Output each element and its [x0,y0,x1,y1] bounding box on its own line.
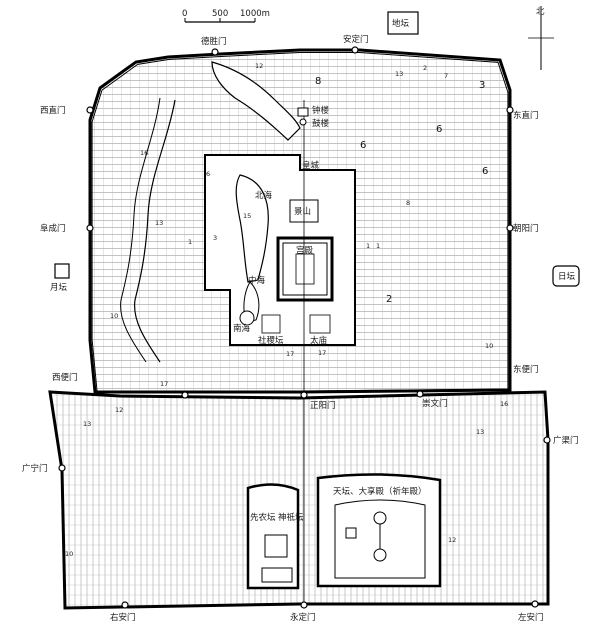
gate-fuchengmen: 阜成门 [40,223,66,234]
forbidden-city [276,236,334,302]
svg-text:8: 8 [315,76,321,87]
svg-text:17: 17 [286,350,294,358]
svg-text:8: 8 [406,199,410,207]
label-shenqitan: 神祗坛 [278,512,304,523]
tiantan [316,473,442,588]
svg-text:17: 17 [318,349,326,357]
label-xiannongtan: 先农坛 [250,512,276,523]
shichahai-lake [211,61,301,141]
drum-tower [297,107,309,117]
ditan-altar [387,11,419,35]
north-label: 北 [536,7,545,17]
svg-text:12: 12 [448,536,456,544]
district-numbers: 12 13 2 7 3 8 6 6 6 6 3 1 1 1 2 8 15 17 … [65,62,508,558]
gate-xizhimen: 西直门 [40,105,66,116]
beihai-lake [235,174,269,283]
label-gongdian: 宫殿 [296,245,314,256]
gate-chaoyangmen: 朝阳门 [513,223,539,234]
svg-text:2: 2 [423,64,427,72]
gate-dongbianmen: 东便门 [513,364,539,375]
ritan-altar [552,265,580,287]
nanhai-lake [239,310,255,326]
svg-text:12: 12 [255,62,263,70]
label-zhonghai: 中海 [248,275,266,286]
scale-bar: 0 500 1000m [182,9,270,23]
svg-text:15: 15 [243,212,251,220]
gate-chongwenmen: 崇文门 [422,398,448,409]
gate-zhengyangmen: 正阳门 [310,400,336,411]
svg-text:13: 13 [476,428,484,436]
svg-text:13: 13 [395,70,403,78]
label-tiantan: 天坛、大享殿（祈年殿） [333,486,427,497]
svg-text:10: 10 [110,312,118,320]
svg-text:13: 13 [83,420,91,428]
svg-text:16: 16 [500,400,508,408]
label-zhonglou: 钟楼 [312,105,330,116]
gate-yongdingmen: 永定门 [290,612,316,623]
taimiao [309,314,331,334]
svg-text:13: 13 [155,219,163,227]
svg-text:6: 6 [436,124,442,135]
label-huangcheng: 皇城 [302,160,320,171]
label-ritan: 日坛 [558,271,576,282]
scale-label-0: 0 [182,9,187,19]
svg-text:10: 10 [65,550,73,558]
label-yuetan: 月坛 [50,282,68,293]
gate-youanmen: 右安门 [110,612,136,623]
label-jingshan: 景山 [294,206,311,217]
svg-text:7: 7 [444,72,448,80]
svg-text:10: 10 [485,342,493,350]
label-ditan: 地坛 [392,18,410,29]
label-nanhai: 南海 [233,323,251,334]
svg-text:1: 1 [376,242,380,250]
label-shejitan: 社稷坛 [258,335,284,346]
svg-text:1: 1 [188,238,192,246]
gate-zuoanmen: 左安门 [518,612,544,623]
svg-text:17: 17 [160,380,168,388]
svg-text:16: 16 [140,149,148,157]
gate-guangqumen: 广渠门 [553,435,579,446]
svg-text:3: 3 [213,234,217,242]
svg-text:1: 1 [366,242,370,250]
svg-text:6: 6 [360,140,366,151]
gate-deshengmen: 德胜门 [201,36,227,47]
gate-guangningmen: 广宁门 [22,463,48,474]
label-taimiao: 太庙 [310,335,328,346]
gate-dongzhimen: 东直门 [513,110,539,121]
svg-text:12: 12 [115,406,123,414]
gate-markers [58,46,551,609]
western-canal-edge [120,97,161,363]
label-beihai: 北海 [255,190,273,201]
svg-text:3: 3 [479,80,485,91]
western-canal [133,99,176,363]
xiannongtan [246,483,300,590]
gate-andingmen: 安定门 [343,34,369,45]
north-arrow: 北 [528,6,554,70]
sheji-tan [261,314,281,334]
svg-text:2: 2 [386,294,392,305]
scale-label-500: 500 [212,9,228,19]
scale-label-1000m: 1000m [240,9,270,19]
label-gulou: 鼓楼 [312,118,330,129]
gate-xibianmen: 西便门 [52,372,78,383]
svg-text:6: 6 [482,166,488,177]
yuetan-altar [54,263,70,279]
svg-text:6: 6 [206,170,210,178]
bell-tower [299,118,307,126]
